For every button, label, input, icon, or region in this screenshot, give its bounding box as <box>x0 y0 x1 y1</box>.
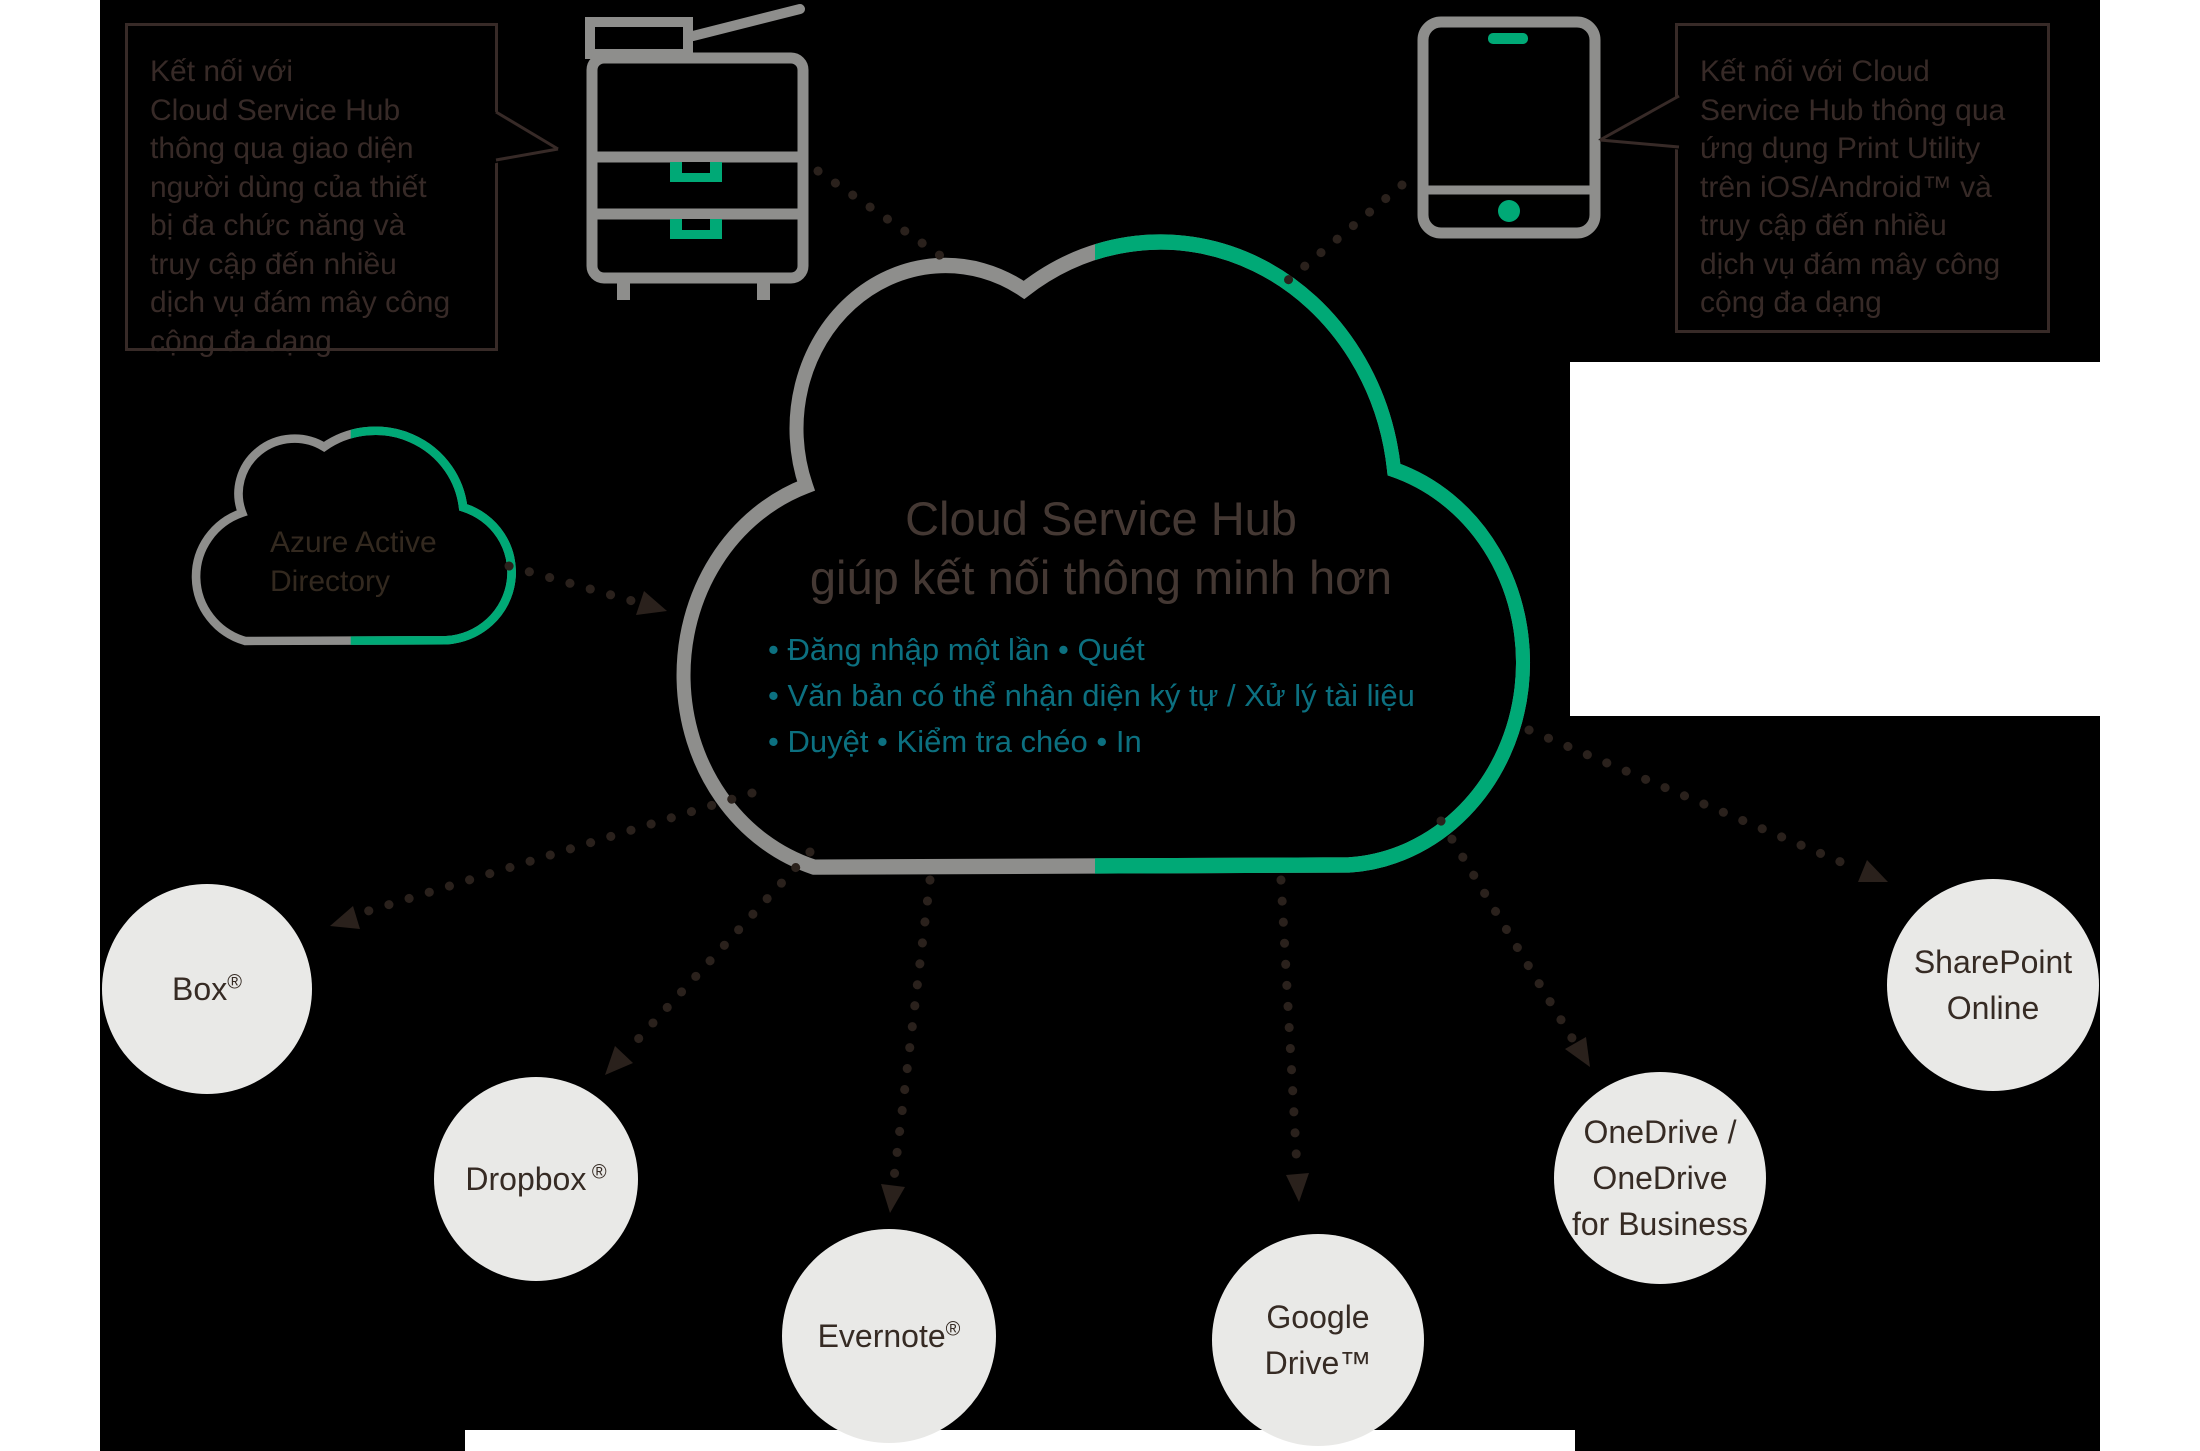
callout-line: ứng dụng Print Utility <box>1700 132 1981 165</box>
callout-line: cộng đa dạng <box>1700 286 1882 319</box>
service-label: Box® <box>172 971 242 1007</box>
callout-line: người dùng của thiết <box>150 170 427 204</box>
callout-line: thông qua giao diện <box>150 132 414 165</box>
service-label: for Business <box>1571 1206 1749 1242</box>
service-label: OneDrive / <box>1583 1114 1737 1150</box>
service-label: Drive™ <box>1264 1345 1372 1381</box>
service-label: OneDrive <box>1592 1160 1728 1196</box>
trademark-symbol: ® <box>945 1318 961 1341</box>
callout-mfp-text: Kết nối với Cloud Service Hub thông qua … <box>150 53 450 361</box>
background-cutout-bottom <box>465 1430 1575 1451</box>
callout-line: Cloud Service Hub <box>150 93 401 127</box>
hub-feature: • Đăng nhập một lần • Quét <box>768 632 1145 667</box>
trademark-symbol: ® <box>586 1161 607 1184</box>
azure-label-line: Azure Active <box>270 526 437 559</box>
hub-title-line: Cloud Service Hub <box>905 492 1297 545</box>
callout-line: dịch vụ đám mây công <box>1700 247 2001 281</box>
service-label: Google <box>1266 1299 1370 1335</box>
service-circle-evernote: Evernote® <box>782 1229 996 1443</box>
callout-mfp: Kết nối với Cloud Service Hub thông qua … <box>125 23 498 358</box>
azure-active-directory-label: Azure Active Directory <box>270 523 437 601</box>
service-circle-google-drive: Google Drive™ <box>1212 1234 1424 1446</box>
callout-line: trên iOS/Android™ và <box>1700 170 1992 204</box>
callout-line: truy cập đến nhiều <box>150 247 397 281</box>
hub-feature: • Văn bản có thể nhận diện ký tự / Xử lý… <box>768 678 1415 713</box>
hub-title-line: giúp kết nối thông minh hơn <box>809 551 1393 604</box>
service-circle-sharepoint: SharePoint Online <box>1887 879 2099 1091</box>
service-label: SharePoint <box>1913 944 2073 980</box>
service-circle-dropbox: Dropbox ® <box>434 1077 638 1281</box>
azure-label-line: Directory <box>270 565 391 598</box>
callout-line: bị đa chức năng và <box>150 209 406 242</box>
trademark-symbol: ® <box>227 971 242 994</box>
service-circle-box: Box® <box>102 884 312 1094</box>
background-cutout-right <box>1570 362 2100 716</box>
callout-line: truy cập đến nhiều <box>1700 209 1947 242</box>
callout-mobile-text: Kết nối với Cloud Service Hub thông qua … <box>1700 53 2005 323</box>
callout-line: Kết nối với <box>150 55 294 88</box>
service-label: Online <box>1946 990 2040 1026</box>
service-label: Evernote® <box>817 1318 961 1354</box>
callout-line: cộng đa dạng <box>150 324 332 358</box>
callout-line: dịch vụ đám mây công <box>150 286 451 319</box>
hub-feature-list: • Đăng nhập một lần • Quét • Văn bản có … <box>768 627 1415 765</box>
hub-title: Cloud Service Hub giúp kết nối thông min… <box>694 489 1508 607</box>
service-label: Dropbox ® <box>465 1161 607 1197</box>
service-circle-onedrive: OneDrive / OneDrive for Business <box>1554 1072 1766 1284</box>
callout-line: Service Hub thông qua <box>1700 93 2006 127</box>
callout-mobile: Kết nối với Cloud Service Hub thông qua … <box>1675 23 2050 333</box>
callout-line: Kết nối với Cloud <box>1700 55 1930 88</box>
hub-feature: • Duyệt • Kiểm tra chéo • In <box>768 724 1142 759</box>
